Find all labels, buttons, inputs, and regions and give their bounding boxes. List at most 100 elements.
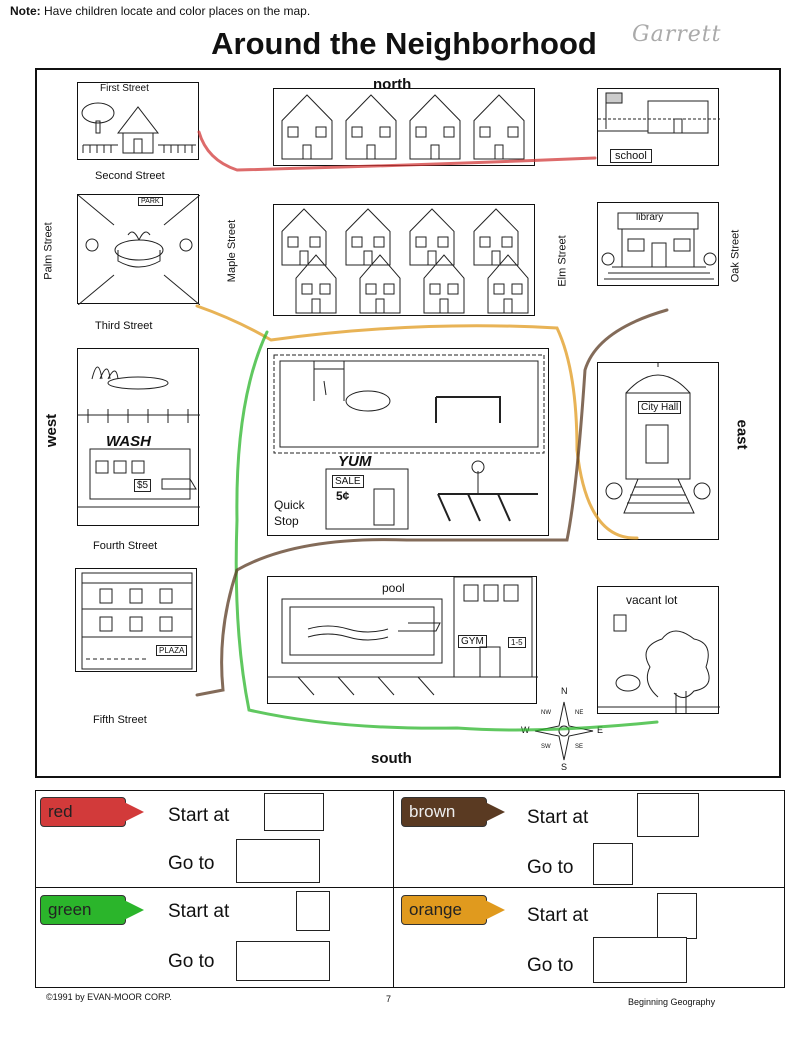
north-house-2 [345, 94, 397, 160]
green-crayon: green [40, 895, 146, 925]
compass-e: E [597, 725, 604, 735]
pool-label: pool [382, 581, 405, 595]
vacant-lot-label: vacant lot [626, 593, 678, 607]
north-house-1 [281, 94, 333, 160]
city-hall-label: City Hall [638, 401, 682, 414]
compass-ne: NE [575, 710, 584, 716]
school-label: school [610, 149, 652, 163]
page-title: Around the Neighborhood [211, 26, 597, 61]
red-goto-thumb-school [236, 839, 320, 883]
oak-street-label: Oak Street [729, 229, 742, 283]
north-label: north [373, 76, 412, 93]
first-street-house-block[interactable]: First Street [77, 82, 199, 160]
red-crayon: red [40, 797, 146, 827]
yum-sign: YUM [338, 453, 372, 470]
red-goto-label: Go to [168, 853, 215, 874]
student-name: Garrett [632, 22, 722, 47]
school-drawing [598, 92, 720, 134]
library-label: library [636, 212, 664, 223]
compass-nw: NW [541, 710, 551, 716]
wash-price: $5 [134, 479, 152, 492]
park-block[interactable]: PARK [77, 194, 200, 305]
compass-rose: N S E W NW NE SW SE [521, 686, 604, 772]
orange-goto-thumb-park [593, 937, 687, 983]
wash-sign: WASH [106, 433, 151, 450]
south-label: south [371, 750, 412, 767]
maple-houses-block[interactable] [273, 204, 535, 316]
legend-orange[interactable]: orange Start at Go to [393, 889, 786, 987]
north-house-3 [409, 94, 461, 160]
fifth-street-label: Fifth Street [93, 714, 147, 726]
brown-goto-thumb-plaza [593, 843, 633, 885]
maple-house-front-2 [359, 254, 401, 314]
note-text: Have children locate and color places on… [44, 4, 311, 18]
legend: red Start at Go to brown Start at Go to … [35, 790, 785, 988]
copyright: ©1991 by EVAN-MOOR CORP. [46, 992, 172, 1002]
maple-house-back-1 [281, 208, 327, 266]
school-block[interactable]: school [597, 88, 720, 166]
legend-divider-v [393, 791, 394, 987]
legend-divider-h [36, 887, 784, 888]
legend-red[interactable]: red Start at Go to [36, 791, 410, 889]
green-crayon-label: green [48, 900, 92, 919]
orange-crayon-label: orange [409, 900, 462, 919]
palm-street-label: Palm Street [42, 222, 55, 280]
pool-block[interactable]: pool GYM 1-5 [267, 576, 538, 704]
compass-s: S [561, 762, 568, 772]
city-hall-drawing [605, 363, 711, 514]
maple-house-back-4 [473, 208, 519, 266]
quick-stop-block[interactable]: YUM SALE 5¢ Quick Stop [267, 348, 549, 536]
legend-brown[interactable]: brown Start at Go to [393, 791, 786, 889]
legend-green[interactable]: green Start at Go to [36, 889, 410, 987]
page-number: 7 [386, 994, 392, 1004]
note: Note: Have children locate and color pla… [10, 4, 310, 18]
compass-w: W [521, 725, 530, 735]
library-block[interactable]: library [597, 202, 719, 286]
maple-house-back-2 [345, 208, 391, 266]
fourth-street-label: Fourth Street [93, 540, 158, 552]
plaza-drawing [81, 572, 193, 670]
east-label: east [733, 419, 751, 450]
maple-street-label: Maple Street [226, 219, 239, 283]
brown-start-label: Start at [527, 807, 589, 828]
vacant-lot-block[interactable]: vacant lot [597, 586, 720, 714]
green-goto-thumb-houses [236, 941, 330, 981]
north-houses-block[interactable] [273, 88, 535, 166]
brown-crayon: brown [401, 797, 507, 827]
compass-drawing [534, 701, 594, 761]
west-label: west [43, 413, 61, 448]
orange-crayon: orange [401, 895, 507, 925]
maple-house-back-3 [409, 208, 455, 266]
first-street-label: First Street [100, 83, 149, 94]
city-hall-block[interactable]: City Hall [597, 362, 719, 540]
sale-sign: SALE [332, 475, 364, 488]
maple-house-front-1 [295, 254, 337, 314]
sale-price: 5¢ [336, 489, 350, 503]
brown-crayon-label: brown [409, 802, 456, 821]
compass-se: SE [575, 744, 584, 750]
quick-stop-label: Quick Stop [274, 498, 305, 528]
red-start-label: Start at [168, 805, 230, 826]
brown-goto-label: Go to [527, 857, 574, 878]
maple-house-front-3 [423, 254, 465, 314]
pool-drawing [268, 577, 538, 696]
second-street-label: Second Street [95, 170, 165, 182]
maple-house-front-4 [487, 254, 529, 314]
north-house-4 [473, 94, 525, 160]
car-wash-block[interactable]: WASH $5 [77, 348, 200, 526]
north-houses-drawing [281, 94, 525, 160]
green-start-label: Start at [168, 901, 230, 922]
green-start-thumb-vacant-lot [296, 891, 330, 931]
orange-start-label: Start at [527, 905, 589, 926]
gym-hours: 1-5 [508, 637, 526, 648]
plaza-block[interactable]: PLAZA [75, 568, 197, 672]
red-start-thumb-first-street [264, 793, 324, 831]
book-title: Beginning Geography [628, 997, 716, 1007]
neighborhood-map: First Street school Second Street P [35, 68, 781, 778]
red-crayon-label: red [48, 802, 73, 821]
orange-goto-label: Go to [527, 955, 574, 976]
library-drawing [601, 212, 717, 280]
car-wash-drawing [78, 366, 200, 508]
quick-stop-drawing [273, 354, 545, 530]
plaza-sign: PLAZA [156, 645, 188, 656]
